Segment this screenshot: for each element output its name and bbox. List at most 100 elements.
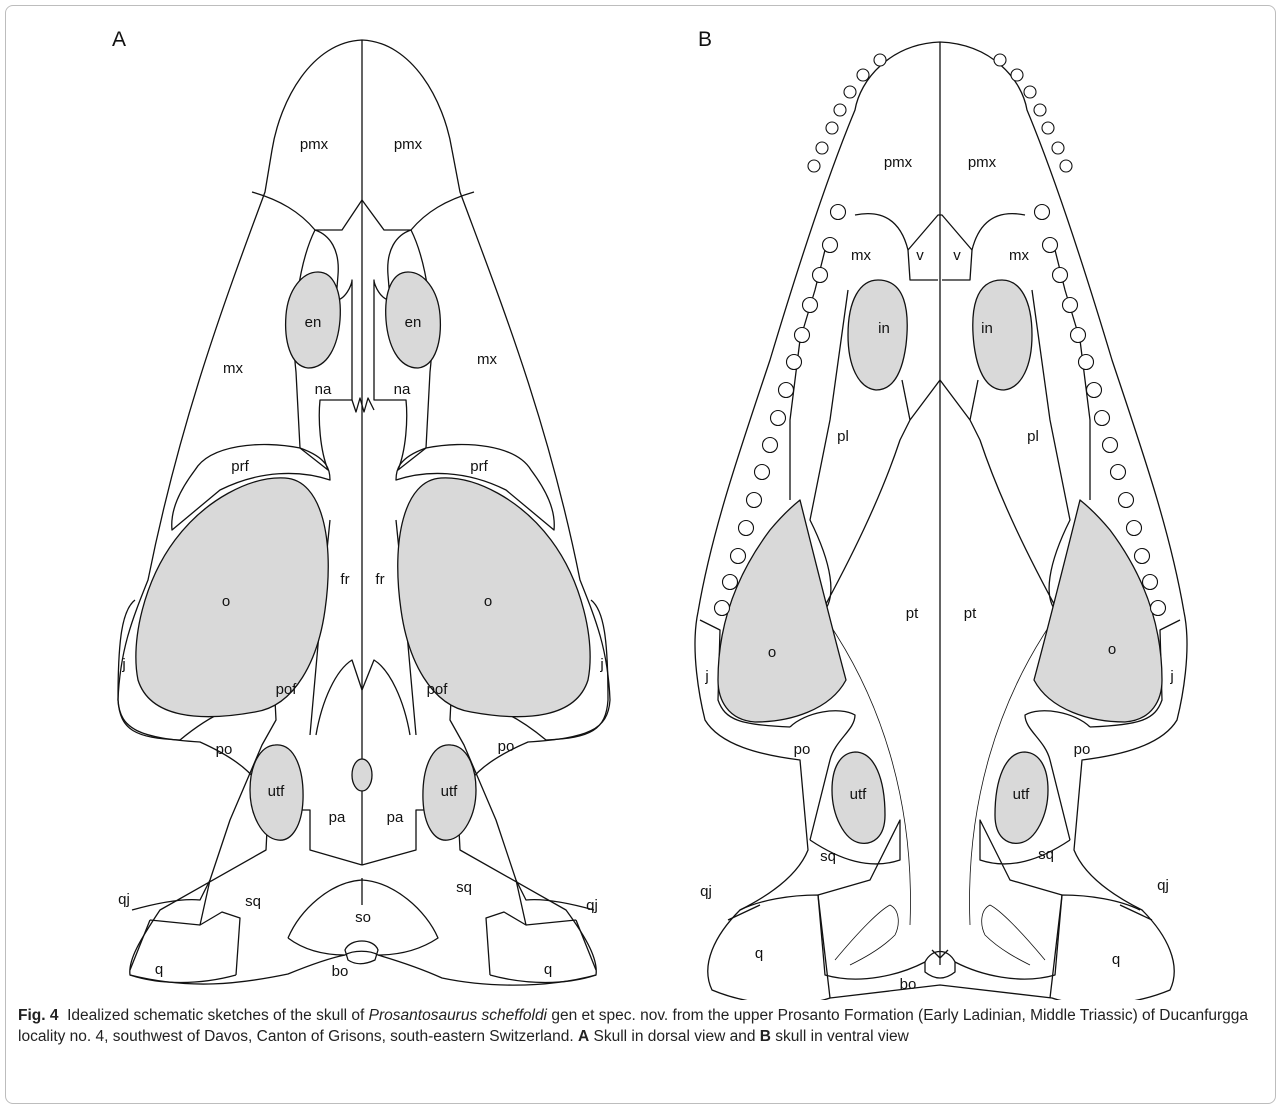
b-skull-outline <box>695 42 1187 1000</box>
a-label-pmx-l: pmx <box>300 136 329 153</box>
b-label-in-r: in <box>981 320 993 337</box>
tooth-socket-l-19 <box>739 521 754 536</box>
b-label-pmx-l: pmx <box>884 154 913 171</box>
a-pmx-suture-l <box>252 192 362 230</box>
a-label-j-r: j <box>599 656 603 673</box>
panel-a-drawing <box>118 40 610 985</box>
b-label-q-r: q <box>1112 951 1120 968</box>
a-nasal-zigzag <box>352 398 374 412</box>
a-label-prf-r: prf <box>470 458 488 475</box>
a-label-fr-r: fr <box>375 571 384 588</box>
a-label-sq-r: sq <box>456 879 472 896</box>
a-squamosal-r <box>486 880 526 975</box>
tooth-socket-r-20 <box>1135 549 1150 564</box>
b-label-pt-l: pt <box>906 605 919 622</box>
tooth-socket-l-16 <box>763 438 778 453</box>
tooth-socket-r-4 <box>1034 104 1046 116</box>
b-label-qj-l: qj <box>700 883 712 900</box>
tooth-socket-l-8 <box>831 205 846 220</box>
b-label-po-r: po <box>1074 741 1091 758</box>
b-label-utf-l: utf <box>850 786 868 803</box>
tooth-socket-r-7 <box>1060 160 1072 172</box>
a-label-bo: bo <box>332 963 349 980</box>
b-label-j-r: j <box>1169 668 1173 685</box>
a-label-en-l: en <box>305 314 322 331</box>
a-label-na-r: na <box>394 381 411 398</box>
tooth-socket-l-17 <box>755 465 770 480</box>
b-label-pmx-r: pmx <box>968 154 997 171</box>
caption-species: Prosantosaurus scheffoldi <box>369 1007 547 1024</box>
tooth-socket-l-3 <box>844 86 856 98</box>
tooth-socket-l-10 <box>813 268 828 283</box>
tooth-socket-r-6 <box>1052 142 1064 154</box>
caption-text-1: Idealized schematic sketches of the skul… <box>67 1007 369 1024</box>
b-label-pl-l: pl <box>837 428 849 445</box>
panel-b-drawing <box>695 42 1187 1000</box>
b-pt-posterior-r <box>955 895 1062 979</box>
tooth-socket-l-4 <box>834 104 846 116</box>
b-label-v-l: v <box>916 247 924 264</box>
tooth-socket-l-6 <box>816 142 828 154</box>
tooth-socket-l-11 <box>803 298 818 313</box>
figure-caption: Fig. 4 Idealized schematic sketches of t… <box>18 1005 1266 1047</box>
caption-b-letter: B <box>760 1028 771 1045</box>
a-label-pof-l: pof <box>276 681 298 698</box>
b-quadrate-l <box>728 895 830 998</box>
tooth-socket-l-2 <box>857 69 869 81</box>
b-label-pl-r: pl <box>1027 428 1039 445</box>
b-label-in-l: in <box>878 320 890 337</box>
a-frontoparietal-r <box>362 660 410 735</box>
b-orbit-l <box>718 500 846 722</box>
b-label-q-l: q <box>755 945 763 962</box>
caption-text-4: skull in ventral view <box>771 1028 909 1045</box>
b-mx-inner-l <box>790 250 825 500</box>
b-label-o-r: o <box>1108 641 1116 658</box>
a-label-po-r: po <box>498 738 515 755</box>
b-pt-flange-l <box>835 905 898 965</box>
a-label-j-l: j <box>121 656 125 673</box>
tooth-socket-r-15 <box>1095 411 1110 426</box>
caption-a-letter: A <box>578 1028 589 1045</box>
a-pmx-suture-r <box>362 192 474 230</box>
tooth-socket-r-21 <box>1143 575 1158 590</box>
a-label-mx-r: mx <box>477 351 497 368</box>
tooth-socket-l-9 <box>823 238 838 253</box>
b-vomer-stripe-l <box>902 380 910 420</box>
a-frontoparietal-l <box>316 660 362 735</box>
a-label-mx-l: mx <box>223 360 243 377</box>
a-label-pa-l: pa <box>329 809 346 826</box>
b-label-sq-r: sq <box>1038 846 1054 863</box>
b-pt-posterior-l <box>818 895 925 979</box>
a-label-na-l: na <box>315 381 332 398</box>
panel-b-letter: B <box>698 28 712 51</box>
tooth-socket-l-12 <box>795 328 810 343</box>
tooth-socket-r-5 <box>1042 122 1054 134</box>
a-label-sq-l: sq <box>245 893 261 910</box>
b-mx-inner-r <box>1055 250 1090 500</box>
a-label-qj-l: qj <box>118 891 130 908</box>
a-label-pa-r: pa <box>387 809 404 826</box>
a-label-po-l: po <box>216 741 233 758</box>
tooth-socket-l-21 <box>723 575 738 590</box>
a-label-o-r: o <box>484 593 492 610</box>
panel-a-fenestrae <box>136 272 590 840</box>
a-label-qj-r: qj <box>586 897 598 914</box>
panel-a-letter: A <box>112 28 126 51</box>
tooth-socket-l-13 <box>787 355 802 370</box>
a-label-so: so <box>355 909 371 926</box>
a-squamosal-l <box>200 880 240 975</box>
tooth-socket-l-1 <box>874 54 886 66</box>
b-label-po-l: po <box>794 741 811 758</box>
b-label-qj-r: qj <box>1157 877 1169 894</box>
tooth-socket-r-19 <box>1127 521 1142 536</box>
tooth-socket-l-18 <box>747 493 762 508</box>
tooth-socket-r-17 <box>1111 465 1126 480</box>
b-label-sq-l: sq <box>820 848 836 865</box>
skull-figure: A B pmx pmx en en mx mx na na prf prf fr… <box>0 0 1281 1000</box>
tooth-socket-l-22 <box>715 601 730 616</box>
a-label-q-r: q <box>544 961 552 978</box>
a-label-fr-l: fr <box>340 571 349 588</box>
tooth-socket-r-22 <box>1151 601 1166 616</box>
b-label-mx-l: mx <box>851 247 871 264</box>
tooth-socket-r-2 <box>1011 69 1023 81</box>
